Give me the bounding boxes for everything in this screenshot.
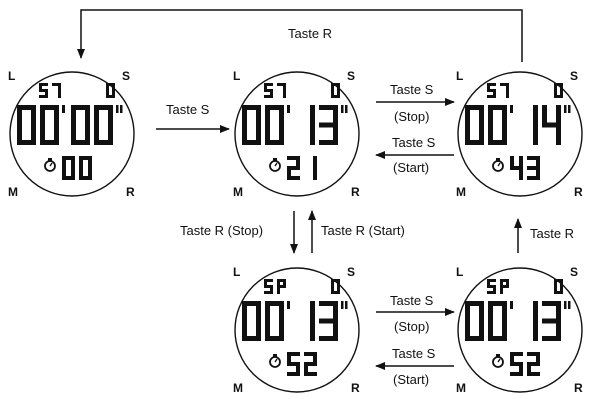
hundredths-digits — [510, 352, 540, 376]
seconds-digits — [533, 301, 561, 341]
corner-label-top-right: S — [347, 265, 355, 279]
mode-indicator — [487, 83, 509, 98]
arrow-w3-w2-key: Taste S — [392, 135, 436, 150]
seconds-digits — [310, 301, 338, 341]
corner-label-top-right: S — [570, 69, 578, 83]
mode-indicator — [487, 279, 509, 294]
seconds-digits — [310, 105, 338, 145]
corner-label-bottom-right: R — [574, 185, 583, 199]
corner-label-bottom-right: R — [126, 185, 135, 199]
minute-mark — [287, 301, 290, 309]
corner-label-bottom-left: M — [8, 185, 18, 199]
corner-label-top-right: S — [347, 69, 355, 83]
minute-mark — [62, 105, 65, 113]
watch-face-reset: L S M R — [8, 69, 135, 199]
corner-label-bottom-left: M — [233, 185, 243, 199]
loop-arrow — [77, 9, 523, 62]
arrow-w5-w4-key: Taste S — [392, 346, 436, 361]
second-mark — [116, 105, 119, 113]
watch-bezel — [234, 267, 360, 393]
watch-bezel — [234, 71, 360, 197]
corner-label-bottom-right: R — [574, 381, 583, 395]
minutes-digits — [465, 105, 507, 145]
corner-label-bottom-right: R — [351, 381, 360, 395]
corner-label-top-left: L — [8, 69, 15, 83]
arrow-w2-w3-action: (Stop) — [394, 109, 429, 124]
stopwatch-icon — [269, 158, 281, 172]
arrow-w2-w3-key: Taste S — [390, 82, 434, 97]
second-mark — [564, 301, 567, 309]
watch-face-split-held: L S M R — [456, 265, 583, 395]
corner-label-bottom-left: M — [233, 381, 243, 395]
arrow-w1-w2-label: Taste S — [166, 102, 210, 117]
minutes-digits — [242, 301, 284, 341]
corner-label-top-left: L — [456, 69, 463, 83]
arrow-w3-w2-action: (Start) — [393, 160, 429, 175]
watch-face-split: L S M R — [233, 265, 360, 395]
corner-label-bottom-right: R — [351, 185, 360, 199]
arrow-w4-w2-label: Taste R (Start) — [321, 223, 405, 238]
seconds-digits — [71, 105, 113, 145]
lap-counter — [554, 279, 563, 294]
mode-indicator — [39, 83, 61, 98]
mode-indicator — [264, 83, 286, 98]
minutes-digits — [242, 105, 284, 145]
minute-mark — [510, 105, 513, 113]
watch-bezel — [457, 71, 583, 197]
hundredths-digits — [510, 156, 540, 180]
arrow-w5-w3-label: Taste R — [530, 226, 574, 241]
corner-label-bottom-left: M — [456, 381, 466, 395]
corner-label-top-right: S — [122, 69, 130, 83]
lap-counter — [106, 83, 115, 98]
corner-label-top-left: L — [233, 265, 240, 279]
second-mark — [341, 301, 344, 309]
second-mark — [564, 105, 567, 113]
lap-counter — [331, 279, 340, 294]
mode-indicator — [264, 279, 286, 294]
hundredths-digits — [287, 156, 317, 180]
stopwatch-icon — [492, 354, 504, 368]
hundredths-digits — [62, 156, 92, 180]
watch-bezel — [457, 267, 583, 393]
lap-counter — [554, 83, 563, 98]
arrow-w4-w5-key: Taste S — [390, 293, 434, 308]
minute-mark — [510, 301, 513, 309]
corner-label-bottom-left: M — [456, 185, 466, 199]
stopwatch-icon — [492, 158, 504, 172]
minutes-digits — [17, 105, 59, 145]
seconds-digits — [533, 105, 561, 145]
arrow-w2-w4-label: Taste R (Stop) — [180, 223, 263, 238]
watch-face-stopped: L S M R — [456, 69, 583, 199]
minutes-digits — [465, 301, 507, 341]
watch-face-running: L S M R — [233, 69, 360, 199]
second-mark — [341, 105, 344, 113]
stopwatch-icon — [44, 158, 56, 172]
hundredths-digits — [287, 352, 317, 376]
corner-label-top-left: L — [233, 69, 240, 83]
arrow-w5-w4-action: (Start) — [393, 372, 429, 387]
minute-mark — [287, 105, 290, 113]
corner-label-top-right: S — [570, 265, 578, 279]
loop-arrow-label: Taste R — [288, 26, 332, 41]
arrow-w4-w5-action: (Stop) — [394, 319, 429, 334]
lap-counter — [331, 83, 340, 98]
corner-label-top-left: L — [456, 265, 463, 279]
stopwatch-icon — [269, 354, 281, 368]
